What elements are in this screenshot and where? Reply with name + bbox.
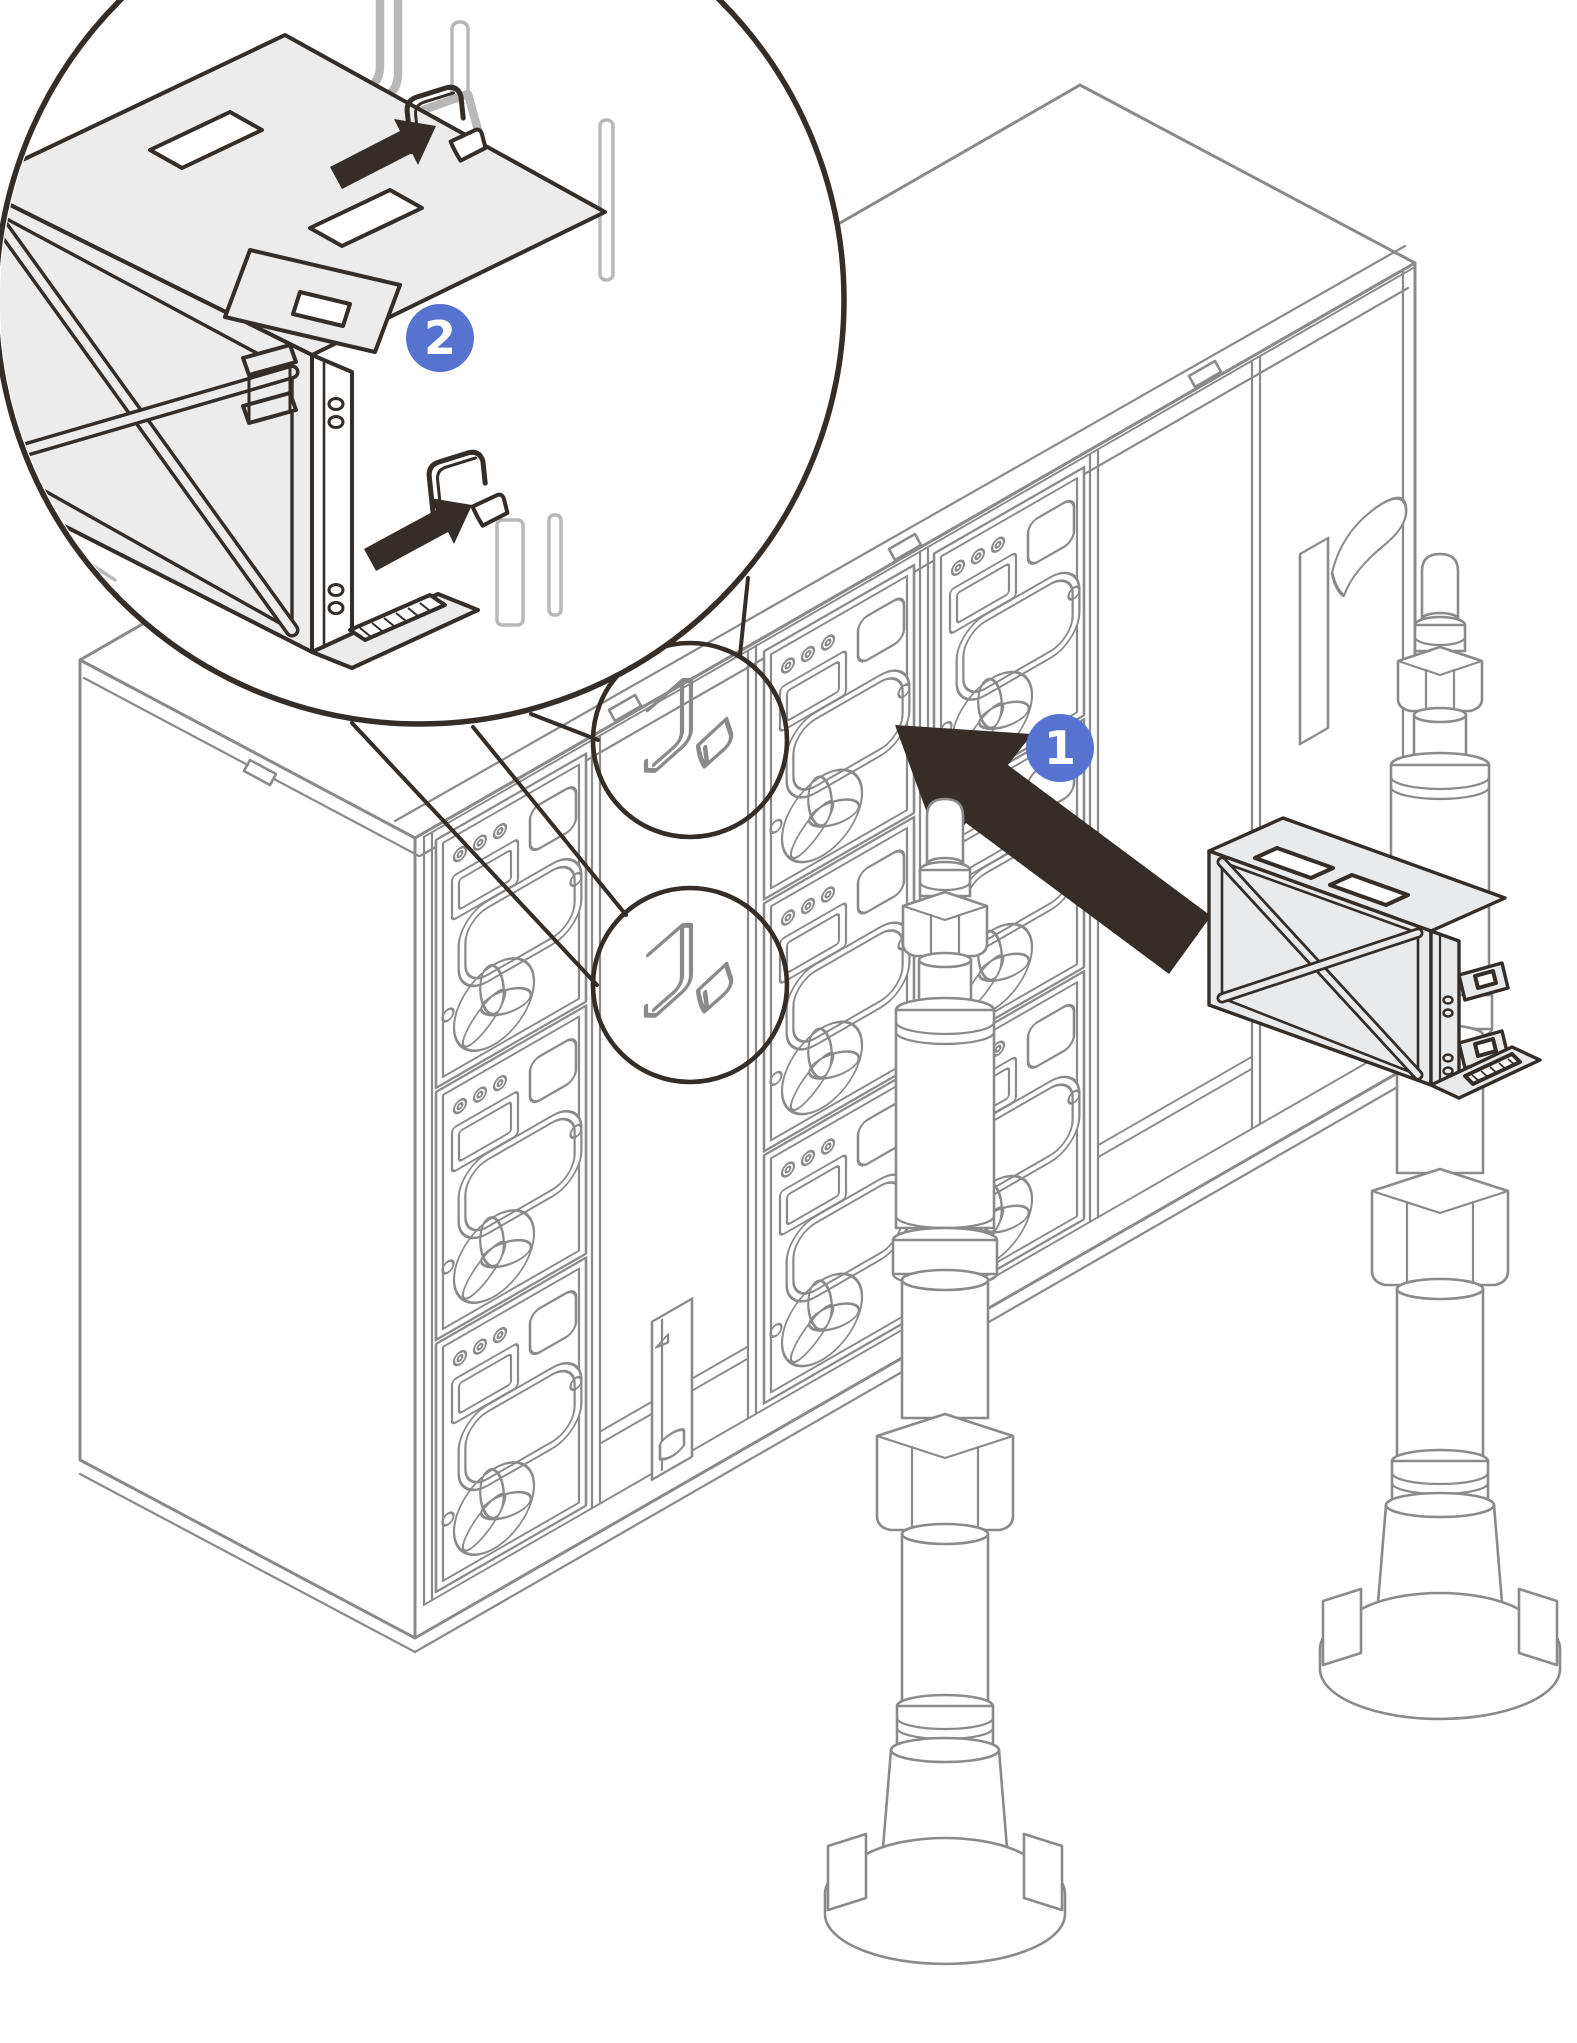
- zoom-cone-lines: [350, 576, 750, 987]
- callout-2: 2: [406, 304, 474, 372]
- insertion-arrow: [895, 725, 1211, 974]
- left-band-notch: [242, 758, 278, 787]
- callout-1: 1: [1026, 714, 1094, 782]
- latch-arrow-lower: [364, 498, 472, 571]
- detail-filler: [0, 33, 607, 670]
- top-edge-notch: [887, 532, 923, 562]
- chassis-left-wall: [78, 658, 417, 1640]
- top-edge-notch: [607, 693, 643, 723]
- detail-filler-front-post: [310, 353, 354, 670]
- bay-floor-bracket: [598, 1297, 750, 1482]
- callout-2-badge: [406, 304, 474, 372]
- pull-tab: [1330, 496, 1408, 598]
- callout-2-label: 2: [424, 311, 456, 365]
- filler-latches: [1457, 961, 1510, 1070]
- target-empty-bay: [1096, 1055, 1254, 1159]
- zoom-source-circle-upper: [590, 640, 790, 840]
- zoom-source-circle-lower: [590, 885, 790, 1085]
- callout-1-label: 1: [1044, 721, 1076, 775]
- magnified-detail-circle: [0, 0, 847, 727]
- magnifier-ring: [0, 0, 847, 727]
- detail-view: [0, 0, 615, 670]
- filler-module: [1207, 816, 1542, 1100]
- right-panel: [1298, 496, 1408, 746]
- top-edge-notch: [1187, 359, 1223, 389]
- callout-1-badge: [1026, 714, 1094, 782]
